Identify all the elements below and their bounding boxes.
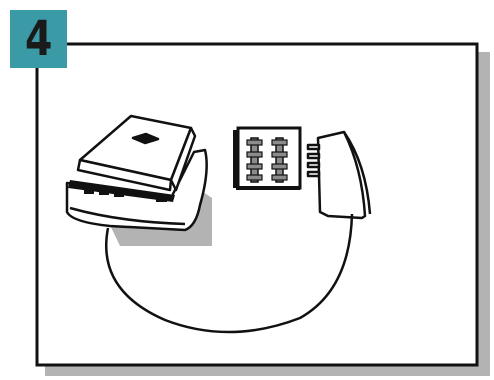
step-number: 4 (25, 15, 52, 63)
step-badge: 4 (10, 10, 67, 68)
phone-jack-icon (233, 128, 300, 190)
